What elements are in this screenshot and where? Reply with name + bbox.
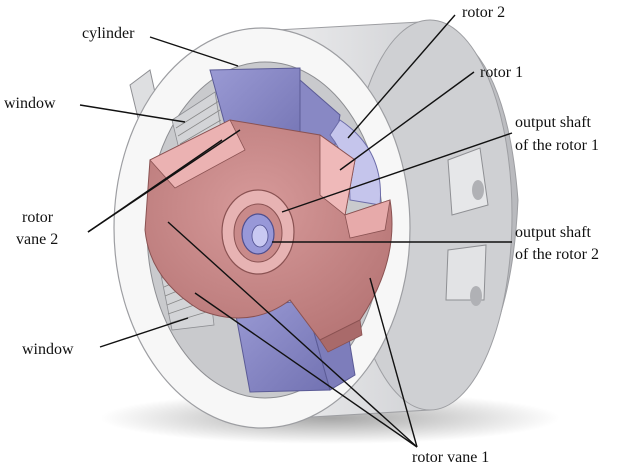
- leader-rotor-vane-1-a: [167, 221, 418, 448]
- label-rotor-1: rotor 1: [480, 64, 523, 81]
- leader-cylinder: [149, 36, 239, 67]
- label-rotor-vane-1: rotor vane 1: [412, 449, 489, 466]
- leader-output-shaft-rotor-1: [281, 132, 513, 213]
- leader-rotor-2: [347, 14, 456, 139]
- leader-rotor-vane-1-b: [194, 292, 418, 448]
- label-rotor-vane-2-line2: vane 2: [16, 231, 58, 248]
- leader-window-top: [79, 104, 186, 123]
- label-cylinder: cylinder: [82, 25, 135, 42]
- leader-rotor-1: [339, 71, 475, 171]
- leader-rotor-vane-1-c: [369, 277, 418, 448]
- label-output-shaft-rotor-1-line2: of the rotor 1: [515, 137, 599, 154]
- bolt-head: [470, 286, 482, 306]
- leader-rotor-vane-2-b: [87, 139, 223, 233]
- label-output-shaft-rotor-1-line1: output shaft: [515, 114, 592, 131]
- label-rotor-vane-2-line1: rotor: [22, 209, 54, 226]
- bolt-head: [472, 180, 484, 200]
- label-window-bottom: window: [22, 341, 74, 358]
- label-window-top: window: [4, 95, 56, 112]
- label-rotor-2: rotor 2: [462, 4, 505, 21]
- label-output-shaft-rotor-2-line1: output shaft: [515, 224, 592, 241]
- label-output-shaft-rotor-2-line2: of the rotor 2: [515, 246, 599, 263]
- leader-window-bottom: [99, 317, 189, 348]
- output-shaft-rotor-2-bore: [251, 224, 269, 248]
